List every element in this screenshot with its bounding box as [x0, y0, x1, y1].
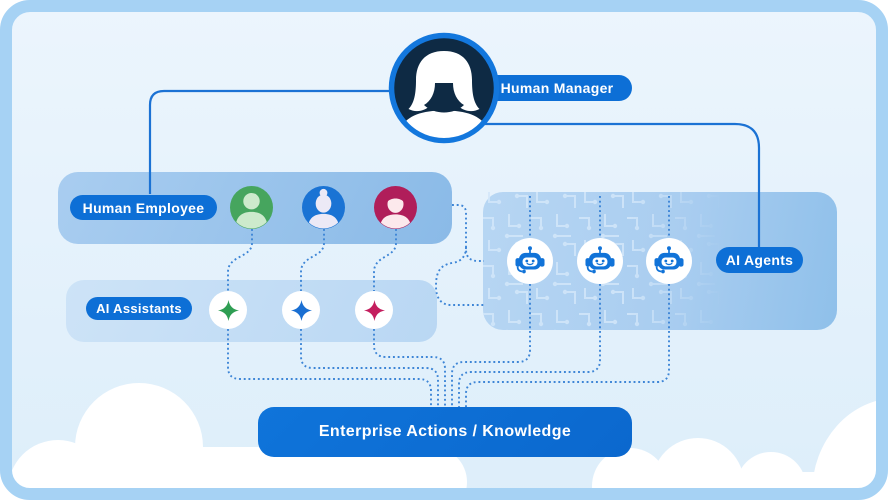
- robot-icon: [515, 246, 545, 274]
- employee-avatar-male: [230, 186, 273, 229]
- sparkle-icon: [290, 299, 312, 321]
- employee-avatar-female-bob: [374, 186, 417, 229]
- female-bob-avatar-icon: [379, 191, 412, 229]
- solid-connector: [148, 89, 761, 247]
- ai-agents-label-text: AI Agents: [725, 252, 794, 268]
- enterprise-label-text: Enterprise Actions / Knowledge: [318, 423, 572, 440]
- enterprise-actions-knowledge-box: Enterprise Actions / Knowledge: [258, 407, 632, 457]
- male-avatar-icon: [235, 192, 268, 229]
- robot-icon: [654, 246, 684, 274]
- human-manager-label: Human Manager: [482, 75, 632, 101]
- human-manager-avatar: [387, 31, 501, 145]
- ai-assistants-label-text: AI Assistants: [96, 301, 182, 316]
- dotted-connector: [227, 196, 670, 407]
- human-employee-label-text: Human Employee: [82, 199, 205, 216]
- ai-agents-label: AI Agents: [716, 247, 803, 273]
- sparkle-icon: [363, 299, 385, 321]
- human-manager-label-text: Human Manager: [500, 80, 614, 96]
- ai-assistant-node: [355, 291, 393, 329]
- ai-agent-node: [646, 238, 692, 284]
- employee-avatar-female-bun: [302, 186, 345, 229]
- ai-agent-node: [577, 238, 623, 284]
- ai-agent-node: [507, 238, 553, 284]
- female-bun-avatar-icon: [307, 188, 340, 229]
- ai-assistants-label: AI Assistants: [86, 297, 192, 320]
- sparkle-icon: [217, 299, 239, 321]
- ai-assistant-node: [209, 291, 247, 329]
- robot-icon: [585, 246, 615, 274]
- human-employee-label: Human Employee: [70, 195, 217, 220]
- ai-assistant-node: [282, 291, 320, 329]
- person-avatar-icon: [388, 32, 500, 144]
